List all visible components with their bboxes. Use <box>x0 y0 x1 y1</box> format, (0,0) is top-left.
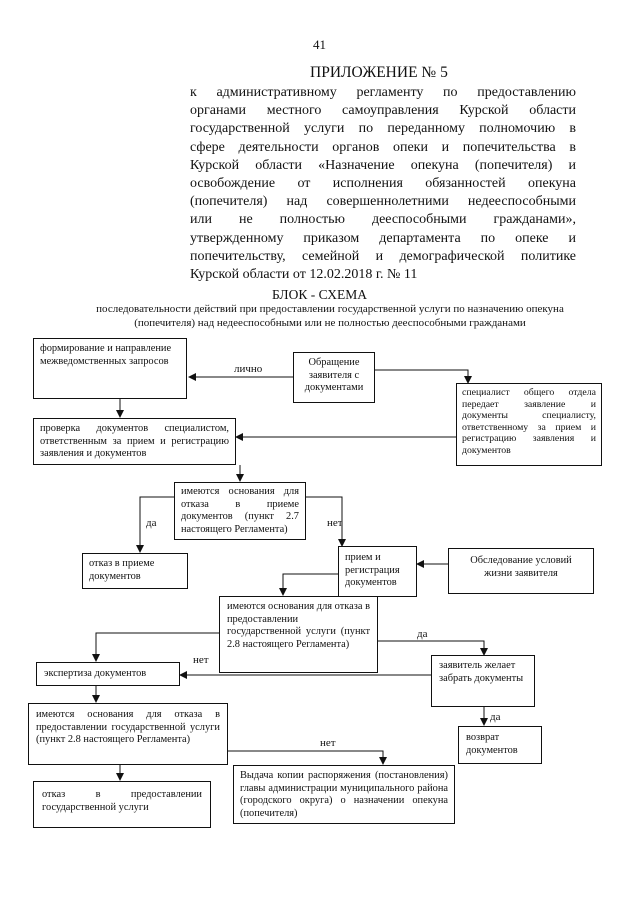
box-expertise: экспертиза документов <box>36 662 180 686</box>
box-specialist: специалист общего отдела передает заявле… <box>456 383 602 466</box>
label-no-3: нет <box>320 737 336 749</box>
box-refusal-grounds-service-2: имеются основания для отказа в предостав… <box>28 703 228 765</box>
appendix-line: попечительству, семейной и демографическ… <box>190 248 576 264</box>
label-yes-1: да <box>146 517 157 529</box>
appendix-text: к административному регламенту по предос… <box>190 84 576 284</box>
box-issue-copy: Выдача копии распоряжения (постановления… <box>233 765 455 824</box>
page-number: 41 <box>313 37 326 52</box>
appendix-line: сфере деятельности органов опеки и попеч… <box>190 139 576 155</box>
arrow-yes-wish <box>378 640 488 656</box>
box-wish-return: заявитель желает забрать документы <box>431 655 535 707</box>
box-check-docs: проверка документов специалистом, ответс… <box>33 418 236 465</box>
appendix-line: (попечителя) над совершеннолетними недее… <box>190 194 576 210</box>
label-in-person: лично <box>234 363 263 375</box>
appendix-line: государственной услуги по переданному по… <box>190 121 576 137</box>
appendix-title: ПРИЛОЖЕНИЕ № 5 <box>310 64 448 81</box>
arrow-no-reception <box>306 496 346 547</box>
arrow-to-expertise <box>92 632 219 662</box>
box-return-docs: возврат документов <box>458 726 542 764</box>
appendix-line: к административному регламенту по предос… <box>190 85 576 100</box>
box-refusal-reception: отказ в приеме документов <box>82 553 188 589</box>
scheme-subtitle: последовательности действий при предоста… <box>96 303 564 329</box>
box-reception-registration: прием и регистрация документов <box>338 546 417 597</box>
label-yes-2: да <box>417 628 428 640</box>
box-refusal-service: отказ в предоставлении государственной у… <box>33 781 211 828</box>
appendix-line: освобождение от исполнения обязанностей … <box>190 176 576 192</box>
scheme-title: БЛОК - СХЕМА <box>272 287 367 302</box>
arrow-to-specialist <box>375 369 472 384</box>
appendix-line: Курской области от 12.02.2018 г. № 11 <box>190 267 418 283</box>
arrow-no-issue <box>228 750 387 765</box>
arrow-to-grounds-2 <box>279 573 338 596</box>
box-refusal-grounds-reception: имеются основания для отказа в приеме до… <box>174 482 306 540</box>
box-refusal-grounds-service: имеются основания для отказа в предостав… <box>219 596 378 673</box>
box-living-survey: Обследование условий жизни заявителя <box>448 548 594 594</box>
arrow-yes-refusal <box>136 496 174 553</box>
appendix-line: Курской области «Назначение опекуна (поп… <box>190 157 576 173</box>
label-yes-3: да <box>490 711 501 723</box>
appendix-line: или не полностью дееспособными гражданам… <box>190 212 576 228</box>
label-no-1: нет <box>327 517 343 529</box>
box-application: Обращение заявителя с документами <box>293 352 375 403</box>
appendix-line: утвержденному приказом департамента по о… <box>190 230 576 246</box>
label-no-2: нет <box>193 654 209 666</box>
appendix-line: органами местного самоуправления Курской… <box>190 103 576 119</box>
box-form-requests: формирование и направление межведомствен… <box>33 338 187 399</box>
